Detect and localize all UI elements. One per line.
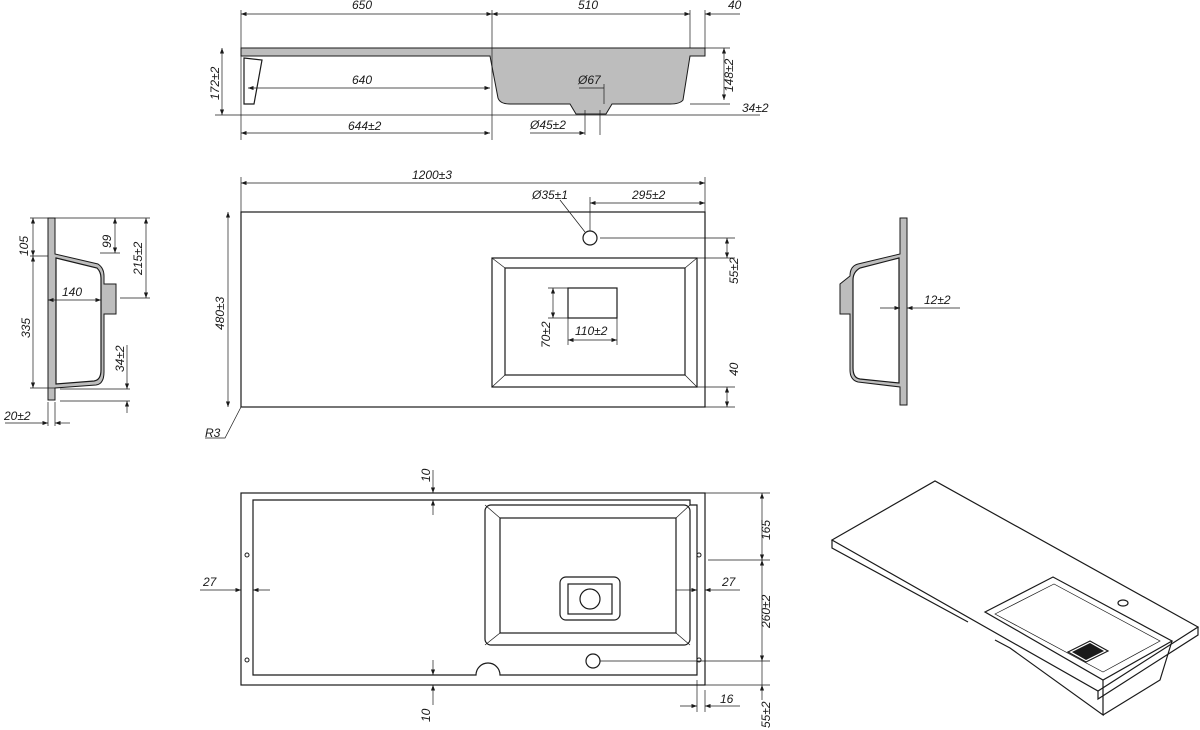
right-section-view: 12±2	[839, 217, 960, 406]
dim-dia67: Ø67	[577, 73, 602, 87]
dim-12: 12±2	[924, 293, 951, 307]
dim-34-left: 34±2	[113, 345, 127, 372]
dim-1200: 1200±3	[412, 168, 452, 182]
front-view: 1200±3 Ø35±1 295±2 55±2 480±3 70±2 110±2…	[205, 168, 741, 440]
dim-640: 640	[352, 73, 372, 87]
dim-70: 70±2	[539, 321, 553, 348]
dim-105: 105	[17, 236, 31, 256]
dim-215: 215±2	[131, 241, 145, 276]
left-section-view: 105 99 215±2 140 335 34±2 20±2	[3, 217, 150, 426]
dim-27-left: 27	[202, 575, 218, 589]
dim-644: 644±2	[348, 119, 382, 133]
dim-40: 40	[728, 0, 742, 12]
dim-165: 165	[759, 520, 773, 540]
dim-172: 172±2	[208, 66, 222, 100]
top-section-view: 650 510 40 172±2 640 Ø67 148±2 34±2 644±…	[208, 0, 769, 140]
dim-110: 110±2	[575, 324, 608, 338]
dim-20: 20±2	[3, 409, 31, 423]
dim-40-front: 40	[727, 362, 741, 376]
dim-335: 335	[19, 318, 33, 338]
dim-55: 55±2	[727, 257, 741, 284]
bottom-view: 10 27 165 27 260±2 10 16 55±2	[200, 468, 773, 728]
dim-295: 295±2	[631, 188, 666, 202]
bracket	[243, 57, 263, 105]
dim-10-top: 10	[419, 468, 433, 482]
dim-16: 16	[720, 692, 734, 706]
isometric-view	[830, 480, 1200, 717]
dim-10-bottom: 10	[419, 708, 433, 722]
dim-99: 99	[100, 234, 114, 248]
dim-148: 148±2	[722, 58, 736, 92]
dim-650: 650	[352, 0, 372, 12]
dim-140: 140	[62, 285, 82, 299]
dim-dia45: Ø45±2	[529, 118, 566, 132]
dim-510: 510	[578, 0, 598, 12]
dim-r3: R3	[205, 426, 221, 440]
dim-480: 480±3	[213, 296, 227, 330]
dim-55-bottom: 55±2	[759, 701, 773, 728]
dim-34: 34±2	[742, 101, 769, 115]
dim-27-right: 27	[721, 575, 737, 589]
dim-260: 260±2	[759, 594, 773, 629]
dim-dia35: Ø35±1	[531, 188, 568, 202]
